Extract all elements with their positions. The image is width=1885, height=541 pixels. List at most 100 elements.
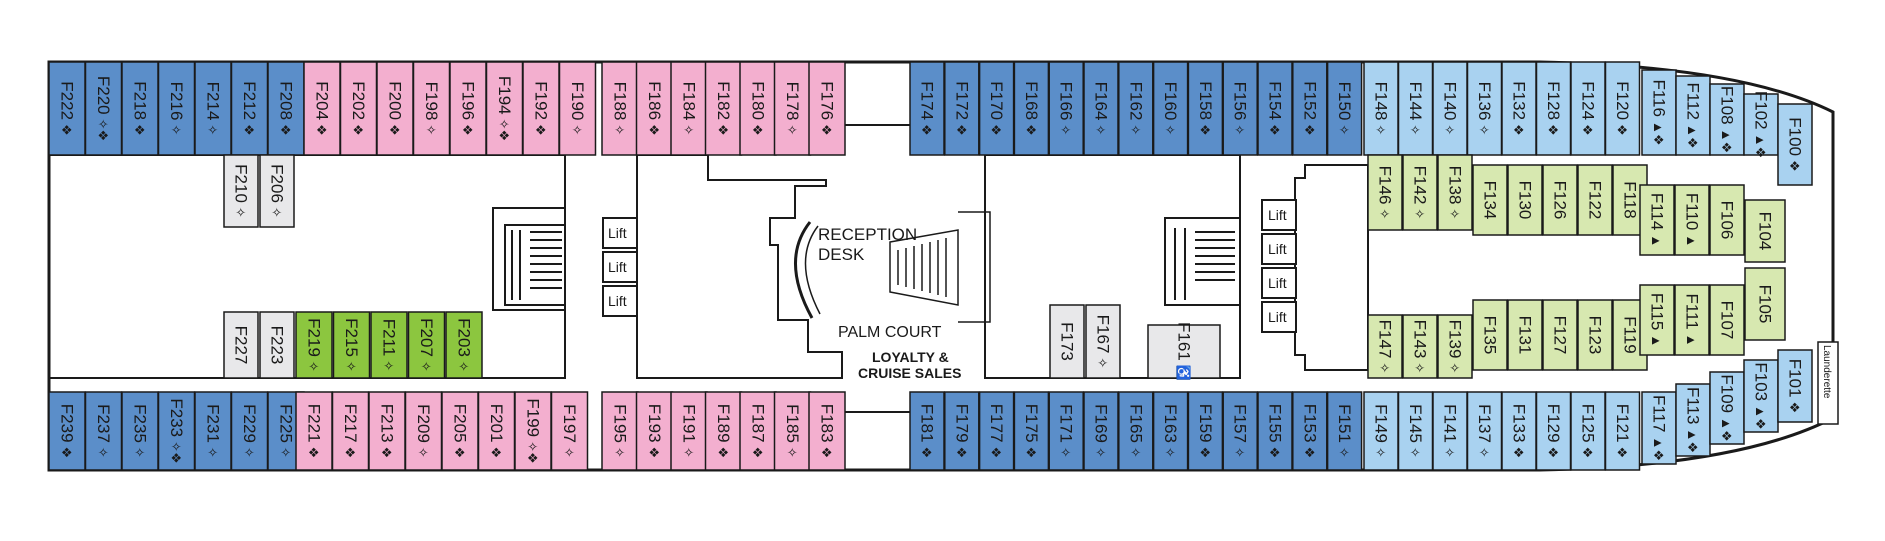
cabin-f116[interactable]: F116▲❖ bbox=[1641, 69, 1677, 156]
cabin-f139[interactable]: F139✧ bbox=[1437, 314, 1473, 379]
cabin-f178[interactable]: F178✧ bbox=[773, 61, 812, 156]
cabin-f214[interactable]: F214✧ bbox=[194, 61, 232, 156]
cabin-f140[interactable]: F140✧ bbox=[1432, 61, 1468, 156]
cabin-f106[interactable]: F106 bbox=[1709, 184, 1745, 256]
cabin-f231[interactable]: F231✧ bbox=[194, 391, 232, 471]
cabin-f144[interactable]: F144✧ bbox=[1397, 61, 1434, 156]
cabin-f123[interactable]: F123 bbox=[1577, 299, 1613, 371]
cabin-f179[interactable]: F179❖ bbox=[944, 391, 980, 471]
cabin-f151[interactable]: F151✧ bbox=[1326, 391, 1363, 471]
cabin-f109[interactable]: F109▲❖ bbox=[1709, 371, 1745, 445]
cabin-f233[interactable]: F233✧❖ bbox=[157, 391, 196, 471]
cabin-f121[interactable]: F121❖ bbox=[1604, 391, 1641, 471]
cabin-f134[interactable]: F134 bbox=[1472, 164, 1508, 236]
cabin-f156[interactable]: F156✧ bbox=[1222, 61, 1258, 156]
cabin-f105[interactable]: F105 bbox=[1744, 267, 1786, 341]
cabin-f181[interactable]: F181❖ bbox=[909, 391, 945, 471]
cabin-f211[interactable]: F211✧ bbox=[370, 311, 408, 379]
cabin-f149[interactable]: F149✧ bbox=[1363, 391, 1399, 471]
cabin-f237[interactable]: F237✧ bbox=[84, 391, 123, 471]
cabin-f200[interactable]: F200❖ bbox=[376, 61, 414, 156]
cabin-f218[interactable]: F218❖ bbox=[121, 61, 159, 156]
cabin-f171[interactable]: F171✧ bbox=[1048, 391, 1084, 471]
cabin-f170[interactable]: F170❖ bbox=[978, 61, 1015, 156]
cabin-f114[interactable]: F114▲ bbox=[1639, 184, 1675, 256]
cabin-f127[interactable]: F127 bbox=[1542, 299, 1578, 371]
cabin-f154[interactable]: F154❖ bbox=[1257, 61, 1293, 156]
cabin-f101[interactable]: F101❖ bbox=[1777, 349, 1813, 423]
cabin-f189[interactable]: F189❖ bbox=[704, 391, 743, 471]
cabin-f206[interactable]: F206✧ bbox=[259, 154, 295, 228]
cabin-f145[interactable]: F145✧ bbox=[1397, 391, 1434, 471]
cabin-f220[interactable]: F220✧❖ bbox=[84, 61, 123, 156]
cabin-f222[interactable]: F222❖ bbox=[48, 61, 86, 156]
cabin-f217[interactable]: F217❖ bbox=[331, 391, 370, 471]
cabin-f194[interactable]: F194✧❖ bbox=[485, 61, 524, 156]
cabin-f212[interactable]: F212❖ bbox=[230, 61, 269, 156]
cabin-f157[interactable]: F157✧ bbox=[1222, 391, 1258, 471]
cabin-f100[interactable]: F100❖ bbox=[1777, 103, 1813, 186]
cabin-f177[interactable]: F177❖ bbox=[978, 391, 1015, 471]
cabin-f173[interactable]: F173 bbox=[1049, 304, 1085, 379]
cabin-f143[interactable]: F143✧ bbox=[1402, 314, 1438, 379]
cabin-f168[interactable]: F168❖ bbox=[1013, 61, 1050, 156]
cabin-f111[interactable]: F111▲ bbox=[1674, 284, 1710, 356]
cabin-f108[interactable]: F108▲❖ bbox=[1709, 83, 1745, 156]
cabin-f124[interactable]: F124❖ bbox=[1570, 61, 1606, 156]
cabin-f188[interactable]: F188✧ bbox=[601, 61, 639, 156]
cabin-f112[interactable]: F112▲❖ bbox=[1675, 75, 1711, 156]
cabin-f193[interactable]: F193❖ bbox=[635, 391, 674, 471]
cabin-f128[interactable]: F128❖ bbox=[1535, 61, 1572, 156]
cabin-f113[interactable]: F113▲❖ bbox=[1675, 383, 1711, 457]
cabin-f174[interactable]: F174❖ bbox=[909, 61, 945, 156]
cabin-f187[interactable]: F187❖ bbox=[739, 391, 777, 471]
cabin-f103[interactable]: F103▲❖ bbox=[1743, 359, 1779, 433]
cabin-f159[interactable]: F159❖ bbox=[1187, 391, 1224, 471]
cabin-f162[interactable]: F162✧ bbox=[1118, 61, 1154, 156]
cabin-f133[interactable]: F133❖ bbox=[1501, 391, 1537, 471]
cabin-f202[interactable]: F202❖ bbox=[339, 61, 378, 156]
cabin-f164[interactable]: F164✧ bbox=[1083, 61, 1119, 156]
cabin-f219[interactable]: F219✧ bbox=[295, 311, 333, 379]
cabin-f203[interactable]: F203✧ bbox=[445, 311, 483, 379]
cabin-f184[interactable]: F184✧ bbox=[670, 61, 708, 156]
cabin-f201[interactable]: F201❖ bbox=[477, 391, 516, 471]
cabin-f137[interactable]: F137✧ bbox=[1466, 391, 1503, 471]
cabin-f120[interactable]: F120❖ bbox=[1604, 61, 1641, 156]
cabin-f182[interactable]: F182❖ bbox=[704, 61, 743, 156]
cabin-f115[interactable]: F115▲ bbox=[1639, 284, 1675, 356]
cabin-f195[interactable]: F195✧ bbox=[601, 391, 639, 471]
cabin-f126[interactable]: F126 bbox=[1542, 164, 1578, 236]
cabin-f130[interactable]: F130 bbox=[1507, 164, 1543, 236]
cabin-f160[interactable]: F160✧ bbox=[1152, 61, 1189, 156]
cabin-f153[interactable]: F153❖ bbox=[1292, 391, 1328, 471]
cabin-f129[interactable]: F129❖ bbox=[1535, 391, 1572, 471]
cabin-f180[interactable]: F180❖ bbox=[739, 61, 777, 156]
cabin-f190[interactable]: F190✧ bbox=[558, 61, 597, 156]
cabin-f197[interactable]: F197✧ bbox=[550, 391, 589, 471]
cabin-f166[interactable]: F166✧ bbox=[1048, 61, 1084, 156]
cabin-f136[interactable]: F136✧ bbox=[1466, 61, 1503, 156]
cabin-f131[interactable]: F131 bbox=[1507, 299, 1543, 371]
cabin-f142[interactable]: F142✧ bbox=[1402, 154, 1438, 231]
cabin-f122[interactable]: F122 bbox=[1577, 164, 1613, 236]
cabin-f213[interactable]: F213❖ bbox=[368, 391, 406, 471]
cabin-f132[interactable]: F132❖ bbox=[1501, 61, 1537, 156]
cabin-f148[interactable]: F148✧ bbox=[1363, 61, 1399, 156]
cabin-f227[interactable]: F227 bbox=[223, 311, 259, 379]
cabin-f210[interactable]: F210✧ bbox=[223, 154, 259, 228]
cabin-f147[interactable]: F147✧ bbox=[1367, 314, 1403, 379]
cabin-f155[interactable]: F155❖ bbox=[1257, 391, 1293, 471]
cabin-f229[interactable]: F229✧ bbox=[230, 391, 269, 471]
cabin-f117[interactable]: F117▲❖ bbox=[1641, 391, 1677, 465]
cabin-f205[interactable]: F205❖ bbox=[441, 391, 479, 471]
cabin-f183[interactable]: F183❖ bbox=[808, 391, 846, 471]
cabin-f107[interactable]: F107 bbox=[1709, 284, 1745, 356]
cabin-f196[interactable]: F196❖ bbox=[449, 61, 487, 156]
cabin-f141[interactable]: F141✧ bbox=[1432, 391, 1468, 471]
cabin-f167[interactable]: F167✧ bbox=[1085, 304, 1121, 379]
cabin-f221[interactable]: F221❖ bbox=[295, 391, 333, 471]
cabin-f239[interactable]: F239❖ bbox=[48, 391, 86, 471]
cabin-f215[interactable]: F215✧ bbox=[332, 311, 371, 379]
cabin-f235[interactable]: F235✧ bbox=[121, 391, 159, 471]
